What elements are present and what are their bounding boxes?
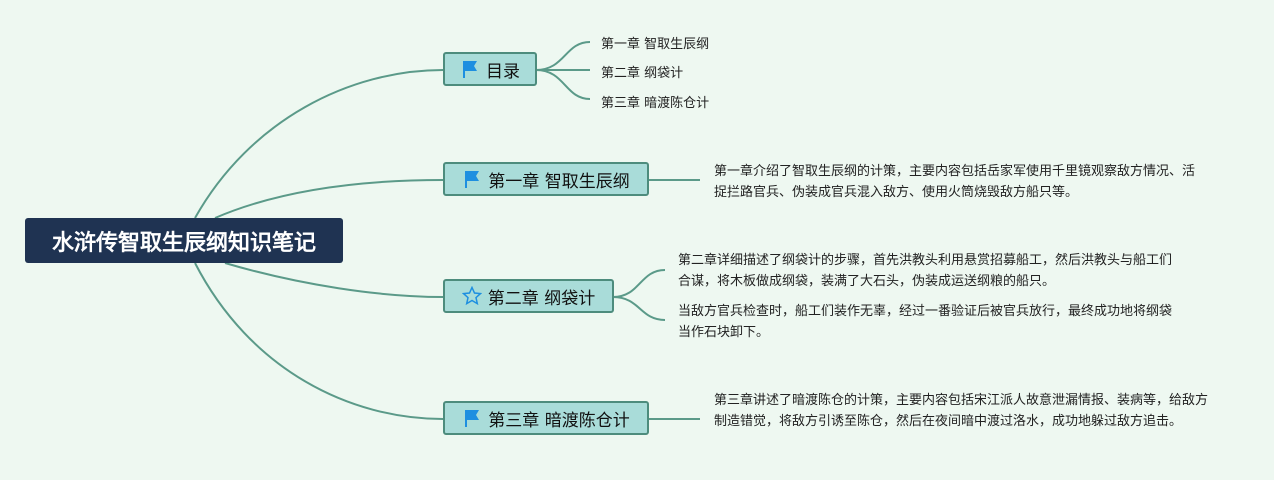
topic-label: 目录 bbox=[486, 61, 520, 82]
star-icon bbox=[461, 286, 482, 306]
toc-item[interactable]: 第一章 智取生辰纲 bbox=[601, 37, 710, 52]
topic-label: 第三章 暗渡陈仓计 bbox=[488, 410, 630, 431]
chapter-2-note[interactable]: 当敌方官兵检查时，船工们装作无辜，经过一番验证后被官兵放行，最终成功地将纲袋当作… bbox=[678, 304, 1173, 340]
topic-chapter-3[interactable]: 第三章 暗渡陈仓计 bbox=[443, 401, 649, 435]
chapter-3-note[interactable]: 第三章讲述了暗渡陈仓的计策，主要内容包括宋江派人故意泄漏情报、装病等，给敌方制造… bbox=[714, 393, 1209, 429]
chapter-1-note[interactable]: 第一章介绍了智取生辰纲的计策，主要内容包括岳家军使用千里镜观察敌方情况、活捉拦路… bbox=[714, 164, 1196, 200]
topic-label: 第二章 纲袋计 bbox=[487, 288, 596, 309]
chapter-2-note[interactable]: 第二章详细描述了纲袋计的步骤，首先洪教头利用悬赏招募船工，然后洪教头与船工们合谋… bbox=[678, 253, 1173, 289]
flag-icon bbox=[465, 171, 480, 188]
topic-label: 第一章 智取生辰纲 bbox=[488, 171, 630, 192]
topic-chapter-2[interactable]: 第二章 纲袋计 bbox=[443, 279, 614, 313]
toc-item[interactable]: 第三章 暗渡陈仓计 bbox=[601, 96, 710, 111]
toc-item[interactable]: 第二章 纲袋计 bbox=[601, 66, 684, 81]
flag-icon bbox=[463, 61, 477, 78]
topic-chapter-1[interactable]: 第一章 智取生辰纲 bbox=[443, 162, 649, 196]
flag-icon bbox=[465, 410, 480, 427]
root-topic[interactable]: 水浒传智取生辰纲知识笔记 bbox=[25, 218, 343, 263]
topic-toc[interactable]: 目录 bbox=[443, 52, 537, 86]
